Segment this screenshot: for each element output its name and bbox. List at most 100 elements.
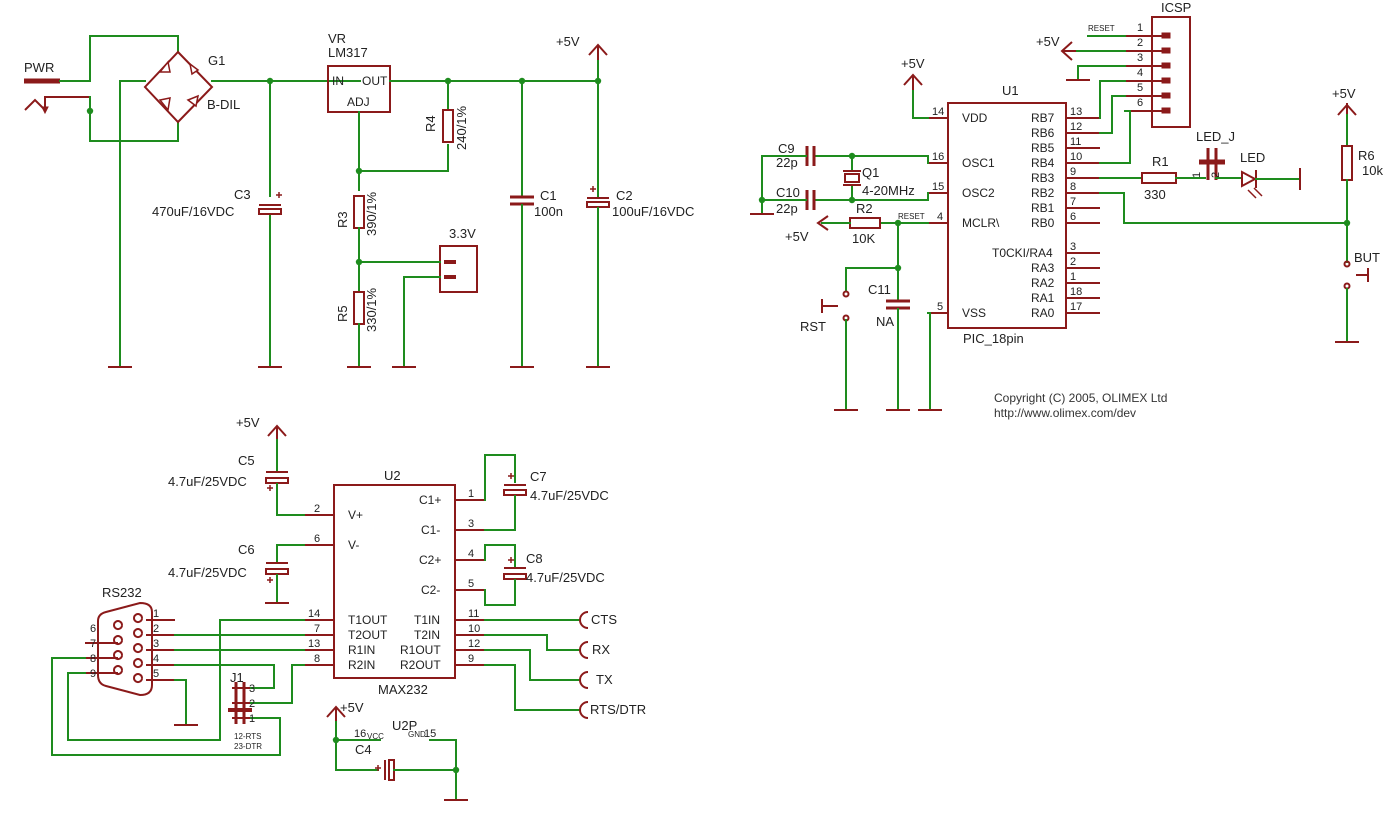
u1-pin16: 16 — [932, 151, 944, 163]
c3-label: C3 — [234, 187, 251, 202]
q1-value: 4-20MHz — [862, 183, 915, 198]
u2-pin14: 14 — [308, 608, 320, 620]
j1-label: J1 — [230, 670, 244, 685]
r1-value: 330 — [1144, 187, 1166, 202]
c2-label: C2 — [616, 188, 633, 203]
u1-pin8: 8 — [1070, 181, 1076, 193]
u1-vdd: VDD — [962, 111, 988, 125]
u1-pin4: 4 — [937, 211, 943, 223]
mcu-section: U1 PIC_18pin VDD OSC1 OSC2 MCLR\ VSS 14 … — [750, 0, 1383, 420]
u1-rb7: RB7 — [1031, 111, 1055, 125]
plus5v-label-r6: +5V — [1332, 86, 1356, 101]
r6-value: 10k — [1362, 163, 1383, 178]
u2-ic-body — [333, 484, 456, 679]
u1-rb5: RB5 — [1031, 141, 1055, 155]
r6-label: R6 — [1358, 148, 1375, 163]
u2-pin4: 4 — [468, 548, 474, 560]
u1-pin1: 1 — [1070, 271, 1076, 283]
r5-label: R5 — [335, 305, 350, 322]
but-button — [1343, 260, 1369, 290]
u1-rb4: RB4 — [1031, 156, 1055, 170]
u2-pin1: 1 — [468, 488, 474, 500]
vr-adj-pin: ADJ — [347, 95, 370, 109]
c9-value: 22p — [776, 155, 798, 170]
max232-label: MAX232 — [378, 682, 428, 697]
icsp-pin1: 1 — [1137, 22, 1143, 34]
u2-r2out: R2OUT — [400, 658, 441, 672]
plus5v-label-c5: +5V — [236, 415, 260, 430]
q1-label: Q1 — [862, 165, 879, 180]
pwr-label: PWR — [24, 60, 54, 75]
u2-pin13: 13 — [308, 638, 320, 650]
c11-label: C11 — [868, 282, 891, 297]
lm317-label: LM317 — [328, 45, 368, 60]
icsp-pins — [1125, 32, 1171, 114]
led-label: LED — [1240, 150, 1265, 165]
u1-right-labels: RB7 RB6 RB5 RB4 RB3 RB2 RB1 RB0 T0CKI/RA… — [992, 111, 1055, 320]
plus5v-label-u1: +5V — [901, 56, 925, 71]
icsp-pin2: 2 — [1137, 37, 1143, 49]
u1-vss: VSS — [962, 306, 986, 320]
j1-note1: 12-RTS — [234, 732, 261, 741]
u1-pin-stubs — [928, 117, 1100, 314]
u2-pin-stubs — [304, 499, 485, 666]
u2-r2in: R2IN — [348, 658, 375, 672]
u1-pin9: 9 — [1070, 166, 1076, 178]
u1-pin6: 6 — [1070, 211, 1076, 223]
vr-in-pin: IN — [332, 74, 344, 88]
u2p-label: U2P — [392, 718, 417, 733]
bridge-rectifier — [143, 50, 214, 124]
u1-rb1: RB1 — [1031, 201, 1055, 215]
c1-value: 100n — [534, 204, 563, 219]
u2-pin8: 8 — [314, 653, 320, 665]
r3-value: 390/1% — [364, 191, 379, 236]
u2-pin12: 12 — [468, 638, 480, 650]
u1-ra4: T0CKI/RA4 — [992, 246, 1053, 260]
c4-label: C4 — [355, 742, 372, 757]
u1-osc2: OSC2 — [962, 186, 995, 200]
u1-mclr: MCLR\ — [962, 216, 1000, 230]
rs232-pin4: 4 — [153, 653, 159, 665]
c5-label: C5 — [238, 453, 255, 468]
v33-label: 3.3V — [449, 226, 476, 241]
u2-t2in: T2IN — [414, 628, 440, 642]
plus5v-label-r2: +5V — [785, 229, 809, 244]
c7-label: C7 — [530, 469, 547, 484]
u1-osc1: OSC1 — [962, 156, 995, 170]
rst-button — [821, 290, 850, 322]
u1-pin17: 17 — [1070, 301, 1082, 313]
led-jumper — [1199, 148, 1225, 180]
icsp-reset-label: RESET — [1088, 24, 1115, 33]
j1-jumper — [228, 682, 252, 724]
c1-label: C1 — [540, 188, 557, 203]
rs232-section: U2 MAX232 V+ V- T1OUT T2OUT R1IN R2IN 2 … — [51, 415, 646, 801]
c11-value: NA — [876, 314, 894, 329]
u2-pin5: 5 — [468, 578, 474, 590]
rs232-pin7: 7 — [90, 638, 96, 650]
rtsdtr-label: RTS/DTR — [590, 702, 646, 717]
db9-connector — [85, 601, 175, 697]
c2-value: 100uF/16VDC — [612, 204, 694, 219]
plus5v-label-icsp: +5V — [1036, 34, 1060, 49]
led-j-pin1: 1 — [1191, 172, 1203, 178]
u1-pin13: 13 — [1070, 106, 1082, 118]
u2p-gnd: GND — [408, 730, 426, 739]
led-j-pin2: 2 — [1210, 172, 1222, 178]
url-text: http://www.olimex.com/dev — [994, 406, 1136, 420]
pic-label: PIC_18pin — [963, 331, 1024, 346]
rs232-pin5: 5 — [153, 668, 159, 680]
u1-pin11: 11 — [1070, 136, 1081, 148]
c8-label: C8 — [526, 551, 543, 566]
rs232-pin8: 8 — [90, 653, 96, 665]
icsp-pin4: 4 — [1137, 67, 1143, 79]
u1-pin3: 3 — [1070, 241, 1076, 253]
r1-label: R1 — [1152, 154, 1169, 169]
u2-c1minus: C1- — [421, 523, 440, 537]
c10-label: C10 — [776, 185, 800, 200]
tx-label: TX — [596, 672, 613, 687]
u2p-gnd-pin: 15 — [424, 728, 436, 740]
plus5v-label-psu: +5V — [556, 34, 580, 49]
r5-value: 330/1% — [364, 287, 379, 332]
icsp-label: ICSP — [1161, 0, 1191, 15]
